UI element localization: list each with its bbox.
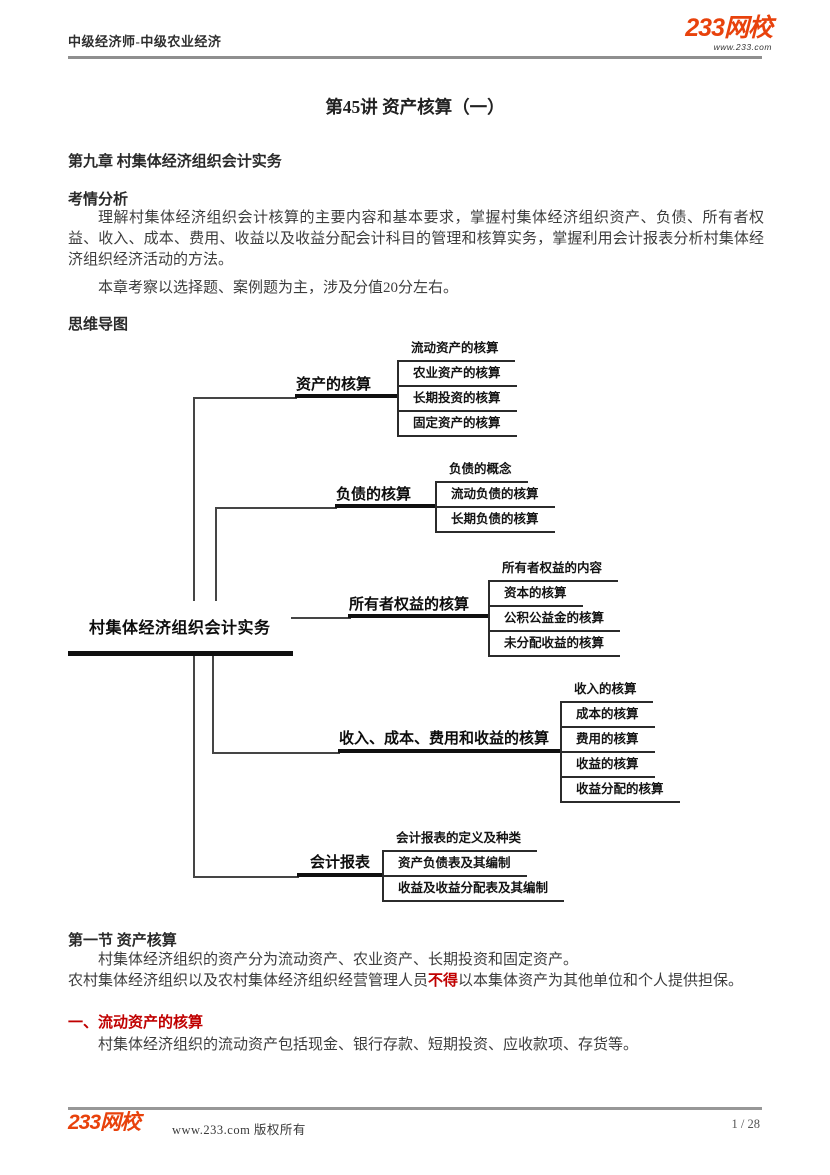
mindmap-branch-liabilities: 负债的核算 (336, 486, 412, 503)
brand-logo-url: www.233.com (713, 42, 772, 52)
brand-logo-233wx: 233网校 (685, 14, 773, 42)
mindmap-leaf: 收益的核算 (562, 753, 655, 778)
mindmap-leaf: 长期负债的核算 (437, 508, 555, 533)
mindmap-branch-assets: 资产的核算 (296, 376, 372, 393)
branch-underline (338, 749, 561, 753)
mindmap-leaf: 固定资产的核算 (399, 412, 517, 437)
mindmap-leaf: 农业资产的核算 (399, 362, 517, 387)
mindmap-leaf: 未分配收益的核算 (490, 632, 621, 657)
footer-logo: 233网校 (68, 1111, 141, 1134)
connector-line (193, 398, 195, 601)
mindmap-leaf: 负债的概念 (435, 458, 528, 483)
brand-logo-233wx: 233网校 (68, 1111, 141, 1134)
mindmap-leaf: 会计报表的定义及种类 (382, 827, 538, 852)
mindmap-branch-owners-equity: 所有者权益的核算 (349, 596, 470, 613)
mindmap-leaf: 所有者权益的内容 (488, 557, 619, 582)
connector-line (215, 508, 217, 601)
mindmap-leaf-group-owners-equity: 所有者权益的内容 资本的核算 公积公益金的核算 未分配收益的核算 (488, 557, 621, 657)
exam-analysis-paragraph: 理解村集体经济组织会计核算的主要内容和基本要求，掌握村集体经济组织资产、负债、所… (68, 210, 764, 268)
mindmap-leaf: 公积公益金的核算 (490, 607, 621, 632)
chapter-heading: 第九章 村集体经济组织会计实务 (68, 154, 282, 170)
page-title: 第45讲 资产核算（一） (325, 97, 505, 117)
mindmap-leaf-stack: 成本的核算 费用的核算 收益的核算 收益分配的核算 (560, 703, 680, 803)
mindmap-leaf: 收益分配的核算 (562, 778, 680, 803)
branch-underline (295, 394, 397, 398)
header-course-title: 中级经济师-中级农业经济 (68, 34, 222, 49)
connector-line (215, 507, 337, 509)
paragraph2-suffix: 以本集体资产为其他单位和个人提供担保。 (458, 973, 744, 989)
connector-line (212, 752, 340, 754)
mindmap-branch-reports: 会计报表 (309, 854, 370, 871)
exam-analysis-heading: 考情分析 (68, 192, 129, 208)
mindmap-leaf-stack: 资产负债表及其编制 收益及收益分配表及其编制 (382, 852, 565, 902)
header-divider (68, 56, 762, 59)
paragraph2-prefix: 农村集体经济组织以及农村集体经济组织经营管理人员 (68, 973, 429, 989)
subsection-heading-current-assets: 一、流动资产的核算 (68, 1015, 204, 1031)
mindmap-leaf-stack: 农业资产的核算 长期投资的核算 固定资产的核算 (397, 362, 517, 437)
page-number: 1 / 28 (731, 1117, 760, 1131)
mindmap-leaf-group-assets: 流动资产的核算 农业资产的核算 长期投资的核算 固定资产的核算 (397, 337, 517, 437)
paragraph2-highlight: 不得 (428, 973, 459, 989)
mindmap-leaf-group-income-cost: 收入的核算 成本的核算 费用的核算 收益的核算 收益分配的核算 (560, 678, 680, 803)
header-logo: 233网校 www.233.com (660, 14, 773, 52)
connector-line (193, 876, 299, 878)
branch-underline (297, 873, 383, 877)
mindmap-leaf: 收入的核算 (560, 678, 653, 703)
mindmap-leaf: 费用的核算 (562, 728, 655, 753)
root-underline (68, 651, 293, 656)
section1-paragraph3: 村集体经济组织的流动资产包括现金、银行存款、短期投资、应收款项、存货等。 (98, 1037, 639, 1053)
section1-paragraph2: 农村集体经济组织以及农村集体经济组织经营管理人员不得以本集体资产为其他单位和个人… (68, 971, 764, 992)
mindmap-leaf-stack: 流动负债的核算 长期负债的核算 (435, 483, 555, 533)
branch-underline (335, 504, 436, 508)
mindmap-leaf: 资产负债表及其编制 (384, 852, 527, 877)
connector-line (193, 655, 195, 878)
mindmap-leaf-stack: 资本的核算 公积公益金的核算 未分配收益的核算 (488, 582, 621, 657)
footer-divider (68, 1107, 762, 1110)
mindmap-leaf-group-reports: 会计报表的定义及种类 资产负债表及其编制 收益及收益分配表及其编制 (382, 827, 565, 902)
connector-line (291, 617, 351, 619)
mindmap-leaf: 长期投资的核算 (399, 387, 517, 412)
footer-copyright: www.233.com 版权所有 (172, 1123, 306, 1137)
mindmap-leaf: 成本的核算 (562, 703, 655, 728)
section1-heading: 第一节 资产核算 (68, 933, 177, 949)
mindmap-leaf: 收益及收益分配表及其编制 (384, 877, 565, 902)
connector-line (212, 655, 214, 754)
mindmap-leaf: 流动资产的核算 (397, 337, 515, 362)
section1-paragraph1: 村集体经济组织的资产分为流动资产、农业资产、长期投资和固定资产。 (98, 952, 579, 968)
mindmap-leaf-group-liabilities: 负债的概念 流动负债的核算 长期负债的核算 (435, 458, 555, 533)
mindmap-heading: 思维导图 (68, 317, 129, 333)
branch-underline (348, 614, 489, 618)
exam-scope-paragraph: 本章考察以选择题、案例题为主，涉及分值20分左右。 (98, 280, 459, 296)
mindmap-leaf: 流动负债的核算 (437, 483, 555, 508)
connector-line (193, 397, 297, 399)
mindmap-leaf: 资本的核算 (490, 582, 583, 607)
mindmap-root-node: 村集体经济组织会计实务 (89, 620, 271, 637)
mindmap-branch-income-cost: 收入、成本、费用和收益的核算 (339, 730, 550, 747)
